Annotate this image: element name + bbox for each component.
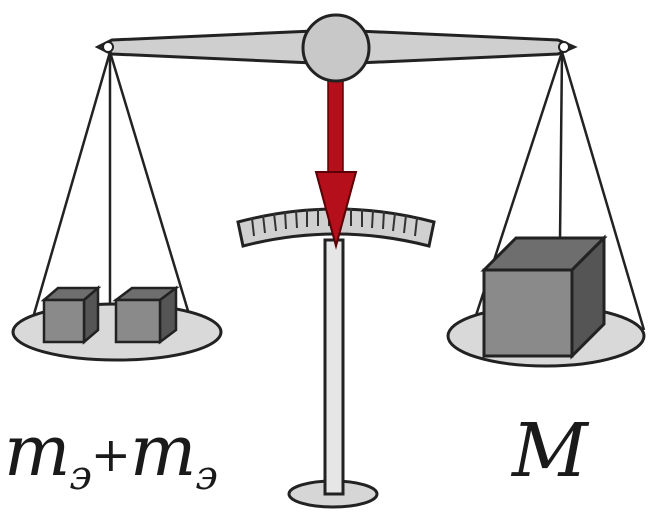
left-label-sub2: э — [195, 453, 216, 499]
right-weight — [484, 238, 604, 356]
left-pan-label: mэ+mэ — [4, 410, 217, 492]
left-label-m2: m — [130, 410, 195, 492]
pivot-disc — [303, 15, 369, 81]
left-beam-tip — [103, 42, 113, 52]
stand-pole — [325, 240, 343, 494]
left-label-sub1: э — [69, 453, 90, 499]
left-label-plus: + — [91, 427, 130, 483]
left-weight-1 — [44, 288, 98, 342]
left-label-m1: m — [4, 410, 69, 492]
left-weight-2 — [116, 288, 176, 342]
right-beam-tip — [559, 42, 569, 52]
right-pan-label: M — [512, 408, 588, 494]
